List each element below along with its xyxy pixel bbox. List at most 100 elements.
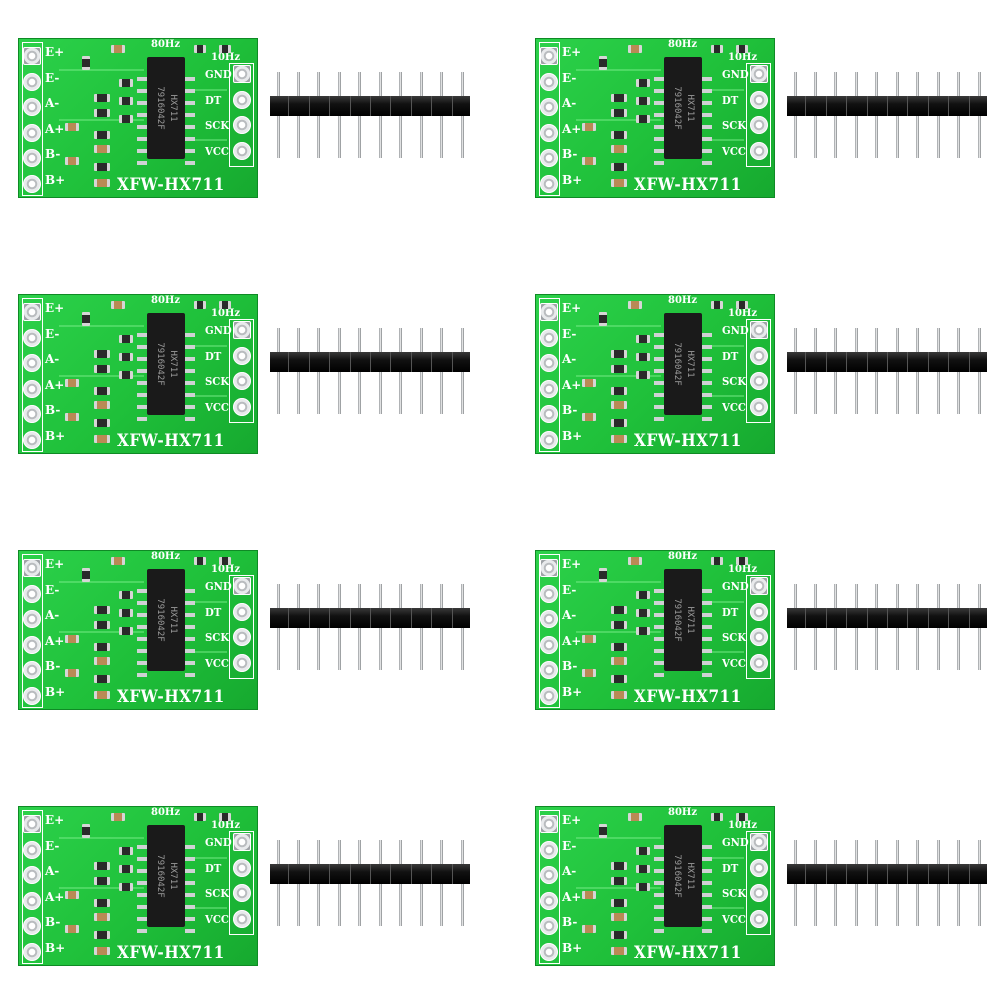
solder-pad	[540, 47, 558, 65]
chip-leg	[185, 345, 195, 349]
solder-pad	[23, 72, 41, 91]
chip-leg	[654, 405, 664, 409]
pin-label-left: E-	[45, 838, 60, 853]
pin-label-left: A+	[45, 377, 65, 392]
right-pad-column	[231, 833, 253, 933]
chip-leg	[702, 405, 712, 409]
solder-pad	[23, 405, 41, 423]
solder-pad	[233, 321, 251, 339]
solder-pad	[750, 346, 768, 365]
solder-pad	[23, 379, 41, 398]
solder-pad	[23, 891, 41, 910]
solder-pad	[23, 123, 41, 142]
chip-leg	[185, 77, 195, 81]
chip-leg	[185, 845, 195, 849]
chip-leg	[654, 601, 664, 605]
board-title: XFW-HX711	[117, 943, 225, 963]
pin-label-left: B-	[45, 659, 61, 673]
chip-leg	[185, 601, 195, 605]
chip-leg	[654, 161, 664, 165]
chip-leg	[654, 673, 664, 677]
chip-leg	[654, 89, 664, 93]
solder-pad	[233, 346, 251, 365]
left-pad-column	[539, 299, 559, 451]
pin-label-left: E-	[45, 582, 60, 597]
chip-leg	[137, 369, 147, 373]
solder-pad	[23, 149, 41, 167]
pin-label-left: A-	[562, 352, 577, 366]
solder-pad	[750, 858, 768, 877]
chip-leg	[654, 905, 664, 909]
solder-pad	[233, 653, 251, 672]
chip-leg	[702, 137, 712, 141]
chip-leg	[137, 405, 147, 409]
chip-marking-code: 7916042F	[155, 598, 165, 642]
pin-label-right: GND	[722, 324, 749, 337]
chip-marking-model: HX711	[685, 350, 695, 378]
chip-leg	[654, 649, 664, 653]
chip-leg	[702, 857, 712, 861]
hx711-module-kit: HX711 7916042F 80Hz 10Hz XFW-HX711 E+E-A…	[18, 806, 488, 976]
chip-marking-model: HX711	[168, 606, 178, 634]
solder-pad	[540, 430, 558, 449]
chip-leg	[137, 929, 147, 933]
chip-leg	[185, 89, 195, 93]
chip-leg	[654, 917, 664, 921]
pin-header-strip	[787, 328, 987, 418]
solder-pad	[23, 661, 41, 679]
hx711-pcb-board: HX711 7916042F 80Hz 10Hz XFW-HX711 E+E-A…	[535, 550, 775, 710]
solder-pad	[540, 559, 558, 577]
pin-header-plastic	[787, 352, 987, 372]
chip-leg	[654, 589, 664, 593]
chip-leg	[702, 613, 712, 617]
pin-label-left: A-	[562, 96, 577, 110]
chip-leg	[137, 905, 147, 909]
rate-label-10hz: 10Hz	[728, 52, 758, 63]
chip-leg	[654, 845, 664, 849]
solder-pad	[750, 321, 768, 339]
solder-pad	[540, 891, 558, 910]
chip-leg	[185, 673, 195, 677]
chip-leg	[185, 149, 195, 153]
chip-leg	[654, 869, 664, 873]
chip-leg	[185, 137, 195, 141]
solder-pad	[233, 141, 251, 160]
solder-pad	[750, 628, 768, 646]
pin-label-left: E+	[45, 45, 65, 59]
solder-pad	[540, 405, 558, 423]
solder-pad	[540, 174, 558, 193]
chip-leg	[702, 917, 712, 921]
right-pad-column	[748, 321, 770, 421]
hx711-module-kit: HX711 7916042F 80Hz 10Hz XFW-HX711 E+E-A…	[18, 38, 488, 208]
chip-leg	[137, 149, 147, 153]
solder-pad	[750, 397, 768, 416]
rate-label-80hz: 80Hz	[668, 551, 698, 562]
right-pad-column	[231, 65, 253, 165]
pin-label-right: SCK	[722, 631, 747, 644]
hx711-chip: HX711 7916042F	[147, 569, 185, 671]
rate-label-10hz: 10Hz	[728, 308, 758, 319]
solder-pad	[23, 174, 41, 193]
pin-label-left: B-	[45, 147, 61, 161]
chip-leg	[702, 869, 712, 873]
chip-leg	[654, 357, 664, 361]
chip-leg	[702, 417, 712, 421]
pin-label-left: A-	[45, 96, 60, 110]
solder-pad	[540, 840, 558, 859]
chip-leg	[137, 393, 147, 397]
board-title: XFW-HX711	[117, 175, 225, 195]
pin-label-left: A+	[562, 377, 582, 392]
chip-leg	[702, 345, 712, 349]
chip-leg	[185, 161, 195, 165]
chip-marking-model: HX711	[685, 94, 695, 122]
pin-label-left: E+	[45, 557, 65, 571]
pin-label-left: B+	[45, 684, 66, 699]
solder-pad	[540, 917, 558, 935]
chip-marking-model: HX711	[168, 862, 178, 890]
hx711-module-kit: HX711 7916042F 80Hz 10Hz XFW-HX711 E+E-A…	[535, 38, 1000, 208]
chip-marking-code: 7916042F	[672, 86, 682, 130]
pin-label-left: E+	[562, 301, 582, 315]
pin-label-left: E-	[562, 70, 577, 85]
chip-leg	[185, 661, 195, 665]
left-pad-column	[539, 555, 559, 707]
